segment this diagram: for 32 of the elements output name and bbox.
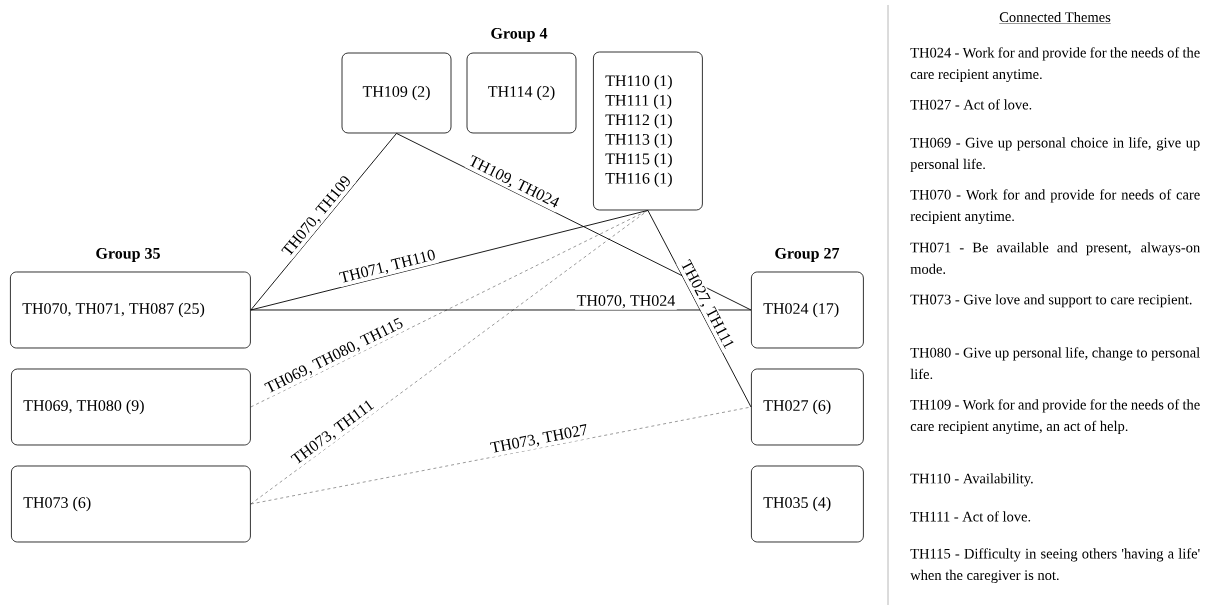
theme-description: TH109 - Work for and provide for the needs of the care recipient anytime, an act of help.: [910, 399, 1200, 435]
theme-box: TH114 (2): [466, 52, 577, 134]
edge-label: TH070, TH024: [576, 295, 676, 309]
theme-box: TH069, TH080 (9): [11, 368, 251, 446]
theme-box: TH024 (17): [751, 271, 864, 349]
theme-description: TH024 - Work for and provide for the needs of the care recipient anytime.: [910, 47, 1200, 83]
edge-label: TH071, TH110: [338, 249, 435, 283]
connector-line: [647, 209, 752, 408]
edge-label: TH073, TH027: [490, 424, 587, 453]
connector-line: [250, 132, 397, 311]
connector-line: [396, 132, 752, 311]
theme-box: TH110 (1) TH111 (1) TH112 (1) TH113 (1) TH115 (1) TH116 (1): [593, 51, 703, 211]
theme-description: TH027 - Act of love.: [910, 99, 1032, 110]
theme-description: TH080 - Give up personal life, change to personal life.: [910, 347, 1200, 380]
connector-line: [250, 210, 649, 505]
theme-description: TH069 - Give up personal choice in life, give up personal life.: [910, 137, 1200, 172]
connector-line: [250, 309, 752, 311]
theme-box: TH027 (6): [751, 368, 864, 446]
theme-description: TH115 - Difficulty in seeing others 'having a life' when the caregiver is not.: [910, 548, 1200, 584]
connector-line: [250, 406, 752, 505]
theme-box: TH073 (6): [11, 465, 251, 543]
theme-box: TH109 (2): [341, 52, 452, 134]
theme-description: TH073 - Give love and support to care recipient.: [910, 294, 1192, 308]
theme-box: TH070, TH071, TH087 (25): [10, 271, 251, 349]
theme-description: TH110 - Availability.: [910, 473, 1033, 487]
connector-line: [250, 210, 649, 408]
panel-heading: Connected Themes: [999, 11, 1111, 24]
theme-description: TH070 - Work for and provide for needs of care recipient anytime.: [910, 189, 1200, 225]
theme-description: TH111 - Act of love.: [910, 511, 1031, 522]
theme-box: TH035 (4): [751, 465, 864, 543]
group-heading: Group 4: [491, 28, 548, 42]
theme-description: TH071 - Be available and present, always-on mode.: [910, 242, 1200, 274]
